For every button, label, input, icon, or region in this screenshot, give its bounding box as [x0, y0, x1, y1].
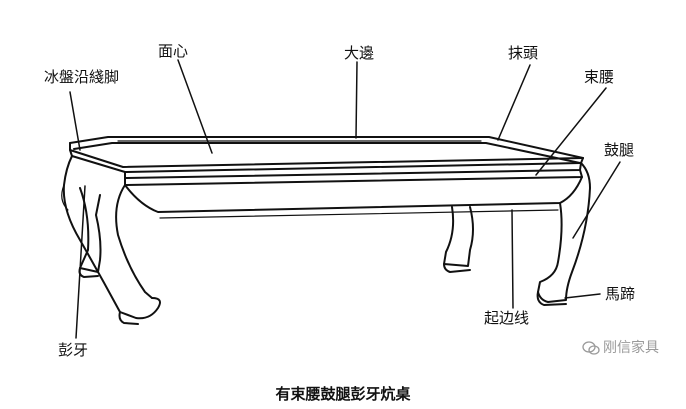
label-raised-bead-line: 起边线 — [484, 309, 530, 327]
tabletop — [69, 136, 584, 173]
leader-main-edge — [355, 61, 358, 139]
label-horse-hoof: 馬蹄 — [605, 285, 636, 303]
watermark-text: 刚信家具 — [603, 340, 659, 356]
figure-caption: 有束腰鼓腿彭牙炕桌 — [275, 385, 411, 403]
label-end-rail: 抹頭 — [508, 44, 539, 62]
back-right-leg — [443, 206, 474, 273]
leader-waist — [535, 87, 607, 176]
label-ice-plate-edge-foot: 冰盤沿綫脚 — [44, 68, 120, 86]
leader-apron — [75, 185, 86, 339]
label-waist: 束腰 — [584, 68, 615, 86]
label-panel-core: 面心 — [158, 42, 189, 60]
watermark: 刚信家具 — [582, 337, 659, 357]
leader-ice-plate — [69, 91, 81, 151]
front-right-leg — [536, 162, 591, 306]
label-apron: 彭牙 — [58, 341, 89, 359]
apron-front — [124, 176, 583, 219]
waist — [124, 162, 583, 186]
leader-drum-leg — [572, 161, 621, 239]
chat-bubble-icon — [582, 341, 600, 355]
front-left-leg — [61, 155, 161, 325]
leader-lines — [69, 59, 621, 339]
leader-end-rail — [497, 64, 531, 141]
label-main-frame-edge: 大邊 — [344, 44, 375, 62]
leader-bead-line — [511, 209, 514, 309]
leader-hoof — [564, 293, 601, 299]
label-drum-leg: 鼓腿 — [604, 141, 635, 159]
leader-panel — [177, 59, 213, 154]
